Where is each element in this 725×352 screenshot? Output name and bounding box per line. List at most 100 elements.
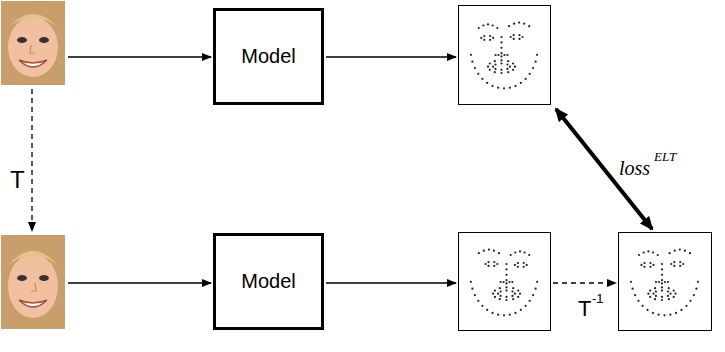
landmark-dot bbox=[496, 27, 498, 29]
landmark-dot bbox=[675, 312, 677, 314]
landmark-dot bbox=[512, 298, 514, 300]
landmark-dot bbox=[514, 66, 516, 68]
landmark-dot bbox=[661, 268, 663, 270]
landmark-dot bbox=[514, 251, 516, 253]
landmark-dot bbox=[667, 281, 669, 283]
landmark-dot bbox=[523, 262, 525, 264]
landmark-dot bbox=[510, 36, 512, 38]
landmark-frame bbox=[459, 233, 551, 331]
landmark-dot bbox=[513, 23, 515, 25]
landmark-dot bbox=[486, 82, 488, 84]
landmark-dot bbox=[655, 290, 657, 292]
landmark-dot bbox=[477, 73, 479, 75]
landmark-dot bbox=[480, 37, 482, 39]
landmark-dot bbox=[503, 87, 505, 89]
landmark-dot bbox=[661, 274, 663, 276]
landmark-dot bbox=[483, 35, 485, 37]
landmark-dot bbox=[661, 296, 663, 298]
flow-arrow bbox=[68, 282, 211, 283]
landmark-dot bbox=[512, 287, 514, 289]
landmark-dot bbox=[500, 72, 502, 74]
landmark-dot bbox=[668, 298, 670, 300]
landmark-dot bbox=[689, 300, 691, 302]
landmark-dot bbox=[647, 250, 649, 252]
landmark-dot bbox=[511, 295, 513, 297]
landmark-dot bbox=[532, 67, 534, 69]
face-photo bbox=[1, 235, 65, 329]
landmark-dot bbox=[503, 54, 505, 56]
landmark-dot bbox=[500, 52, 502, 54]
landmark-dot bbox=[630, 281, 632, 283]
landmark-dot bbox=[518, 22, 520, 24]
box-label: Model bbox=[241, 270, 295, 293]
landmark-dot bbox=[529, 300, 531, 302]
landmark-dot bbox=[512, 69, 514, 71]
landmark-dot bbox=[673, 296, 675, 298]
landmark-dot bbox=[484, 263, 486, 265]
landmark-dot bbox=[509, 66, 511, 68]
landmark-dot bbox=[500, 281, 502, 283]
landmark-dot bbox=[669, 314, 671, 316]
landmark-dot bbox=[509, 314, 511, 316]
landmark-dot bbox=[500, 62, 502, 64]
landmark-dot bbox=[505, 286, 507, 288]
landmark-dot bbox=[499, 287, 501, 289]
landmark-dot bbox=[470, 54, 472, 56]
landmark-dot bbox=[528, 25, 530, 27]
landmark-dot bbox=[664, 281, 666, 283]
landmark-dot bbox=[511, 290, 513, 292]
landmark-dot bbox=[679, 249, 681, 251]
landmark-dot bbox=[500, 69, 502, 71]
landmark-dot bbox=[514, 293, 516, 295]
landmark-dot bbox=[652, 312, 654, 314]
landmark-dot bbox=[481, 78, 483, 80]
landmark-dot bbox=[682, 263, 684, 265]
landmark-dot bbox=[679, 265, 681, 267]
landmark-dot bbox=[643, 262, 645, 264]
landmark-dot bbox=[646, 309, 648, 311]
landmark-dot bbox=[526, 264, 528, 266]
landmark-dot bbox=[536, 281, 538, 283]
landmark-dot bbox=[518, 38, 520, 40]
landmark-dot bbox=[524, 251, 526, 253]
landmark-dot bbox=[658, 281, 660, 283]
landmark-dot bbox=[500, 295, 502, 297]
landmark-dot bbox=[643, 266, 645, 268]
face-photo bbox=[1, 1, 65, 85]
model-box: Model bbox=[213, 233, 324, 330]
flow-arrow bbox=[326, 56, 456, 57]
landmark-dot bbox=[489, 35, 491, 37]
landmark-dot bbox=[661, 286, 663, 288]
landmark-dot bbox=[518, 34, 520, 36]
landmark-dot bbox=[684, 250, 686, 252]
landmark-dot bbox=[523, 23, 525, 25]
landmark-dot bbox=[634, 294, 636, 296]
loss-arrow bbox=[556, 109, 652, 229]
landmark-dot bbox=[505, 290, 507, 292]
landmark-dot bbox=[506, 54, 508, 56]
landmark-dot bbox=[478, 27, 480, 29]
landmark-dot bbox=[513, 34, 515, 36]
landmark-dot bbox=[494, 63, 496, 65]
landmark-dot bbox=[489, 39, 491, 41]
landmark-dot bbox=[492, 24, 494, 26]
landmark-dot bbox=[529, 73, 531, 75]
landmark-dot bbox=[505, 263, 507, 265]
superscript: ELT bbox=[654, 150, 676, 163]
landmark-dot bbox=[505, 282, 507, 284]
landmark-dot bbox=[505, 279, 507, 281]
model-box: Model bbox=[213, 8, 324, 105]
landmark-dot bbox=[517, 262, 519, 264]
landmark-dot bbox=[535, 61, 537, 63]
landmark-dot bbox=[680, 309, 682, 311]
landmark-dot bbox=[667, 290, 669, 292]
landmark-dot bbox=[649, 262, 651, 264]
landmark-dot bbox=[500, 55, 502, 57]
landmark-dot bbox=[483, 250, 485, 252]
landmark-dot bbox=[689, 252, 691, 254]
landmark-dot bbox=[496, 263, 498, 265]
landmark-dot bbox=[654, 287, 656, 289]
landmark-dot bbox=[640, 264, 642, 266]
landmark-dot bbox=[673, 265, 675, 267]
landmark-dot bbox=[525, 78, 527, 80]
